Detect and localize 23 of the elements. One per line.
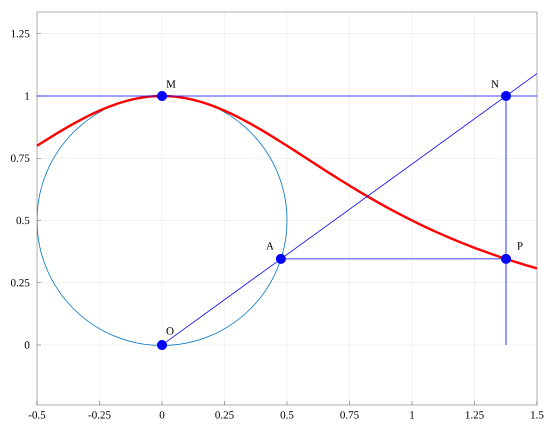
tick-label: 0.25 bbox=[10, 279, 30, 286]
tick-label: 1.5 bbox=[531, 411, 544, 419]
point-label: O bbox=[166, 327, 174, 335]
tick-label: 0 bbox=[160, 411, 164, 419]
tick-label: 1 bbox=[410, 411, 414, 418]
tick-label: 0.75 bbox=[340, 411, 359, 419]
tick-label: 1.25 bbox=[466, 411, 484, 419]
construction-line bbox=[166, 262, 278, 342]
point-label: A bbox=[266, 242, 274, 250]
tick-label: 0.5 bbox=[16, 216, 30, 224]
tick-label: -0.25 bbox=[88, 411, 111, 419]
point-label: P bbox=[517, 242, 523, 250]
point-label: M bbox=[166, 80, 176, 88]
construction-line bbox=[286, 258, 502, 260]
tick-label: 0.75 bbox=[10, 154, 30, 162]
tick-label: 0.25 bbox=[215, 411, 234, 419]
tick-label: -0.5 bbox=[28, 411, 46, 419]
point-label: N bbox=[491, 80, 499, 88]
tick-label: 1 bbox=[25, 92, 30, 100]
construction-line bbox=[284, 98, 502, 256]
tick-label: 1.25 bbox=[12, 30, 30, 38]
tick-label: 0.5 bbox=[280, 411, 294, 419]
tick-label: 0 bbox=[24, 341, 30, 349]
